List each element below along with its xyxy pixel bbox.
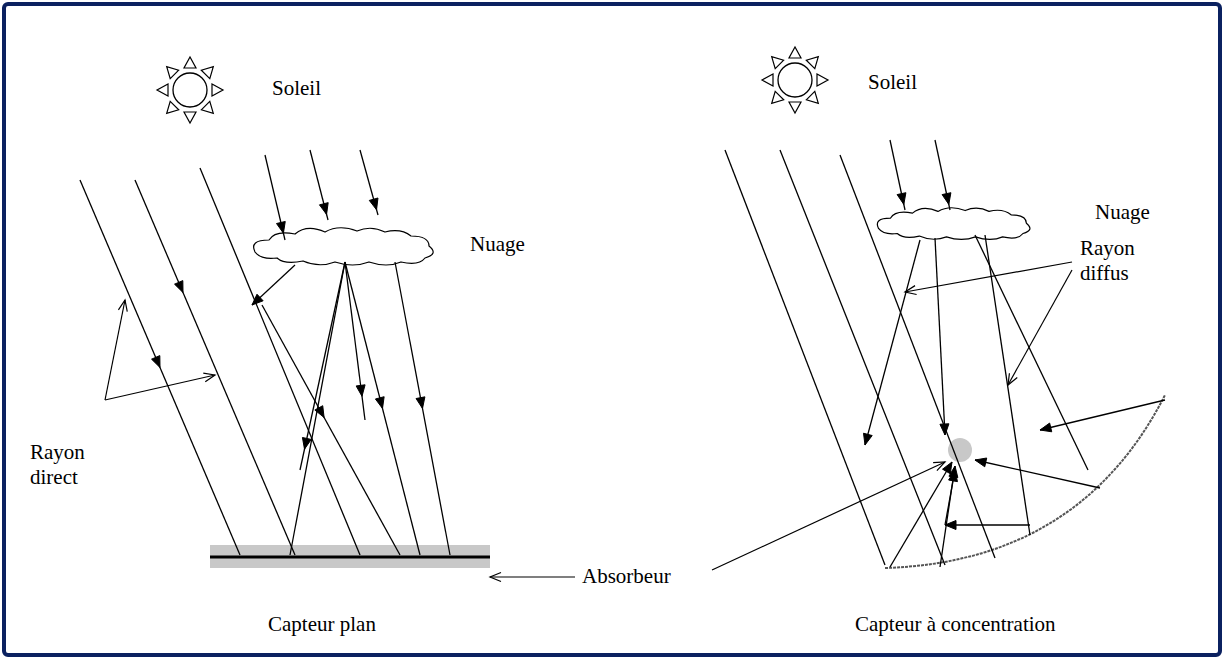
sun-ray-line <box>840 155 995 558</box>
sun-ray <box>212 84 223 96</box>
absorber-label: Absorbeur <box>582 564 671 589</box>
frame-edge <box>2 8 7 651</box>
arrowhead <box>940 424 949 435</box>
leader-line <box>105 375 215 400</box>
open-arrowhead <box>1008 373 1017 385</box>
sun-label: Soleil <box>868 70 917 95</box>
sun-ray <box>806 91 818 103</box>
sun-ray-line <box>975 460 1100 488</box>
sun-ray <box>157 84 168 96</box>
sun-ray <box>201 101 213 113</box>
caption-label: Capteur à concentration <box>855 612 1056 637</box>
sun-ray-line <box>395 262 450 555</box>
sun-ray-line <box>865 240 920 445</box>
sun-symbol <box>762 47 828 113</box>
sun-ray <box>806 57 818 69</box>
sun-ray-line <box>890 140 905 210</box>
arrowhead <box>369 198 378 210</box>
sun-ray-line <box>262 305 400 555</box>
sun-ray-line <box>1040 400 1165 430</box>
sun-ray <box>167 67 179 79</box>
arrowhead <box>252 294 263 305</box>
absorber-plate <box>210 545 490 568</box>
caption-label: Capteur plan <box>268 612 376 637</box>
sun-ray <box>762 74 773 86</box>
sun-disc <box>778 63 812 97</box>
open-arrowhead <box>933 462 945 471</box>
sun-ray <box>167 101 179 113</box>
sun-ray <box>772 91 784 103</box>
sun-ray-line <box>300 262 345 470</box>
ray-label: Rayon direct <box>30 440 102 490</box>
sun-ray <box>184 57 196 68</box>
cloud-label: Nuage <box>1095 200 1150 225</box>
open-arrowhead <box>203 373 215 382</box>
leader-line <box>490 576 575 577</box>
sun-label: Soleil <box>272 76 321 101</box>
sun-ray <box>817 74 828 86</box>
sun-ray <box>772 57 784 69</box>
arrowhead <box>375 397 384 409</box>
arrowhead <box>942 193 951 205</box>
sun-ray-line <box>975 235 1088 470</box>
leader-line <box>712 462 945 570</box>
sun-ray-line <box>310 150 328 220</box>
arrowhead <box>949 470 958 482</box>
sun-ray-line <box>290 262 345 555</box>
sun-ray-line <box>80 180 240 555</box>
sun-ray-line <box>360 150 378 215</box>
sun-symbol <box>157 57 223 123</box>
absorber-line <box>210 556 490 559</box>
arrowhead <box>319 203 328 215</box>
sun-ray-line <box>200 168 360 555</box>
cloud-label: Nuage <box>470 232 525 257</box>
arrowhead <box>277 221 286 233</box>
sun-disc <box>173 73 207 107</box>
sun-ray <box>789 47 801 58</box>
sun-ray-line <box>265 155 285 240</box>
arrowhead <box>945 521 956 530</box>
sun-ray-line <box>345 262 420 555</box>
cloud <box>877 208 1030 240</box>
absorber-tube <box>948 438 972 462</box>
leader-line <box>105 300 125 400</box>
sun-ray-line <box>935 238 945 435</box>
arrowhead <box>416 397 425 409</box>
arrowhead <box>356 385 365 396</box>
sun-ray-line <box>135 180 295 555</box>
suns <box>157 47 828 123</box>
leader-line <box>1008 270 1072 385</box>
arrowhead <box>175 281 183 293</box>
sun-ray <box>184 112 196 123</box>
open-arrowhead <box>905 286 917 295</box>
arrowhead <box>864 433 873 445</box>
open-arrowhead <box>490 573 501 582</box>
sun-ray-line <box>935 140 950 210</box>
arrowhead <box>975 458 987 467</box>
sun-ray-line <box>945 524 1030 525</box>
sun-ray-line <box>345 262 365 420</box>
sun-ray <box>789 102 801 113</box>
arrowhead <box>897 193 906 205</box>
ray-label: Rayon diffus <box>1080 236 1158 286</box>
open-arrowhead <box>118 300 127 312</box>
sun-ray-line <box>252 265 295 305</box>
sun-ray-line <box>985 235 1030 535</box>
arrowhead <box>152 356 160 368</box>
rays <box>80 140 1165 582</box>
leader-line <box>905 262 1072 292</box>
concentrator-mirror <box>885 395 1165 568</box>
arrowhead <box>1040 423 1052 432</box>
cloud <box>254 228 434 265</box>
frame <box>4 4 1220 655</box>
sun-ray <box>201 67 213 79</box>
